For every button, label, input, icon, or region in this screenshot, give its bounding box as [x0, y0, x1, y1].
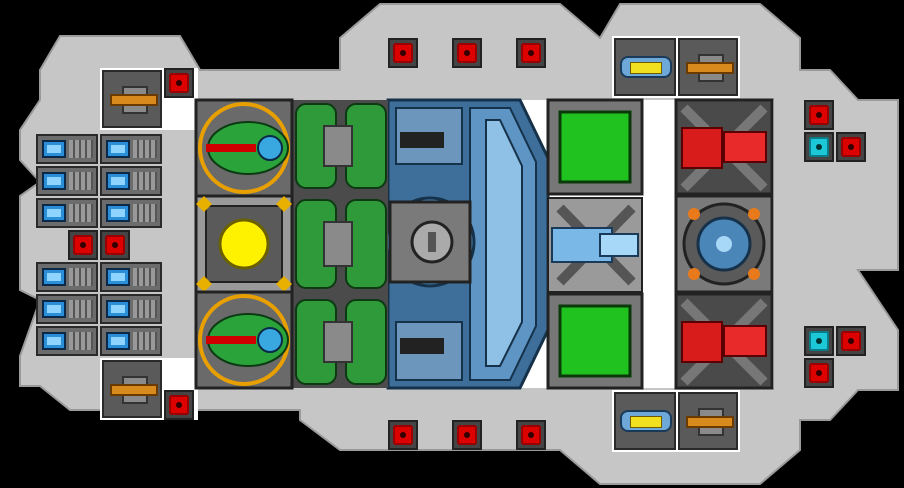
cockpit-module-top — [194, 98, 294, 198]
gold-cannon-bottom-right[interactable] — [678, 392, 738, 450]
gold-cannon-top-right[interactable] — [678, 38, 738, 96]
red-node[interactable] — [516, 38, 546, 68]
gold-cannon-top-left[interactable] — [102, 70, 162, 128]
shield-generator — [674, 194, 774, 294]
red-node[interactable] — [804, 358, 834, 388]
battery-bay — [36, 134, 98, 164]
battery-bay — [36, 198, 98, 228]
battery-bay — [100, 198, 162, 228]
battery-bay — [36, 166, 98, 196]
green-pipe-bank — [292, 100, 388, 388]
red-node[interactable] — [164, 68, 194, 98]
green-screen-bottom — [546, 292, 644, 390]
red-node[interactable] — [452, 420, 482, 450]
battery-bay — [100, 166, 162, 196]
red-engine-top — [674, 98, 774, 196]
red-node[interactable] — [164, 390, 194, 420]
green-screen-top — [546, 98, 644, 196]
battery-bay — [36, 326, 98, 356]
red-node[interactable] — [68, 230, 98, 260]
red-node[interactable] — [516, 420, 546, 450]
core-reactor — [384, 98, 550, 390]
gold-cannon-bottom-left[interactable] — [102, 360, 162, 418]
red-node[interactable] — [452, 38, 482, 68]
laser-turret-bottom[interactable] — [614, 392, 676, 450]
battery-bay — [36, 294, 98, 324]
yellow-light-module — [194, 194, 294, 294]
battery-bay — [36, 262, 98, 292]
red-node[interactable] — [388, 420, 418, 450]
cockpit-module-bottom — [194, 290, 294, 390]
red-node[interactable] — [836, 326, 866, 356]
battery-bay — [100, 326, 162, 356]
red-node[interactable] — [100, 230, 130, 260]
battery-bay — [100, 294, 162, 324]
blue-ion-cannon — [547, 197, 643, 293]
battery-bay — [100, 134, 162, 164]
laser-turret-top[interactable] — [614, 38, 676, 96]
red-node[interactable] — [836, 132, 866, 162]
red-engine-bottom — [674, 292, 774, 390]
cyan-node[interactable] — [804, 326, 834, 356]
battery-bay — [100, 262, 162, 292]
cyan-node[interactable] — [804, 132, 834, 162]
red-node[interactable] — [388, 38, 418, 68]
red-node[interactable] — [804, 100, 834, 130]
